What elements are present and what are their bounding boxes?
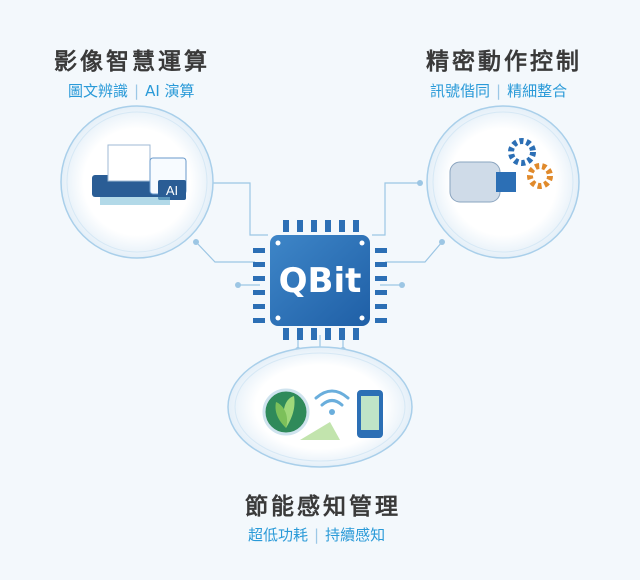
circuit-traces <box>195 182 443 368</box>
gear-icon <box>527 163 553 189</box>
qbit-chip: QBit <box>253 220 387 340</box>
sub-a: 圖文辨識 <box>68 82 129 100</box>
gear-icon <box>508 138 536 166</box>
feature-title-image: 影像智慧運算 <box>54 49 210 75</box>
feature-subtitle-energy: 超低功耗 | 持續感知 <box>248 524 385 545</box>
sub-b: AI 演算 <box>145 82 195 100</box>
motion-control-circle <box>426 105 580 259</box>
sub-a: 超低功耗 <box>248 526 309 544</box>
separator: | <box>314 526 320 544</box>
feature-title-energy: 節能感知管理 <box>245 494 401 520</box>
wifi-icon <box>314 389 350 407</box>
feature-subtitle-motion: 訊號偕同 | 精細整合 <box>430 80 567 101</box>
ai-icon-label: AI <box>166 183 178 198</box>
separator: | <box>134 82 140 100</box>
sub-b: 持續感知 <box>325 526 386 544</box>
energy-sensing-ellipse <box>227 346 413 468</box>
separator: | <box>496 82 502 100</box>
feature-title-motion: 精密動作控制 <box>426 49 582 75</box>
sub-a: 訊號偕同 <box>430 82 491 100</box>
image-computing-circle: AI <box>60 105 214 259</box>
feature-subtitle-image: 圖文辨識 | AI 演算 <box>68 80 195 101</box>
chip-label: QBit <box>279 261 362 301</box>
sub-b: 精細整合 <box>507 82 568 100</box>
motor-icon <box>449 161 501 203</box>
